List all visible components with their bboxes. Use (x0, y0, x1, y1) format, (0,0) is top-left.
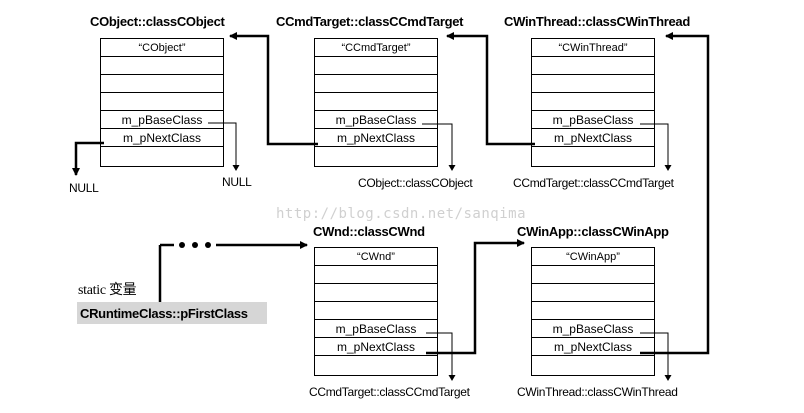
cwinthread-base-pointer (640, 123, 672, 171)
cwinapp-runtime-class-box: “CWinApp” m_pBaseClass m_pNextClass (531, 247, 655, 376)
class-name-field: “CObject” (101, 39, 223, 57)
cwinapp-base-pointer (640, 332, 672, 381)
class-name-field: “CWnd” (315, 248, 437, 266)
null-label-right: NULL (222, 175, 252, 189)
empty-field (101, 93, 223, 111)
cobject-runtime-class-box: “CObject” m_pBaseClass m_pNextClass (100, 38, 224, 167)
ccmdtarget-base-target-label: CObject::classCObject (358, 176, 473, 190)
cwinthread-next-pointer (446, 32, 535, 146)
cwinthread-base-target-label: CCmdTarget::classCCmdTarget (513, 176, 674, 190)
empty-field (532, 284, 654, 302)
empty-field (532, 93, 654, 111)
empty-field (315, 57, 437, 75)
base-class-field: m_pBaseClass (315, 111, 437, 129)
empty-field (532, 266, 654, 284)
cwnd-next-pointer (426, 239, 525, 355)
cwnd-base-pointer (426, 332, 456, 381)
ccmdtarget-next-pointer (229, 32, 318, 146)
first-class-highlight (77, 302, 267, 324)
base-class-field: m_pBaseClass (532, 111, 654, 129)
next-class-field: m_pNextClass (532, 338, 654, 356)
empty-field (315, 284, 437, 302)
ccmdtarget-runtime-class-box: “CCmdTarget” m_pBaseClass m_pNextClass (314, 38, 438, 167)
cwinapp-base-target-label: CWinThread::classCWinThread (517, 385, 678, 399)
next-class-field: m_pNextClass (101, 129, 223, 147)
empty-field (532, 75, 654, 93)
next-class-field: m_pNextClass (315, 129, 437, 147)
empty-field (315, 302, 437, 320)
ellipsis-dot (205, 242, 211, 248)
class-name-field: “CWinThread” (532, 39, 654, 57)
first-class-label: CRuntimeClass::pFirstClass (80, 306, 248, 321)
watermark: http://blog.csdn.net/sanqima (276, 206, 527, 222)
base-class-field: m_pBaseClass (315, 320, 437, 338)
cobject-title: CObject::classCObject (90, 14, 225, 29)
empty-field (532, 302, 654, 320)
null-label-left: NULL (69, 181, 99, 195)
class-name-field: “CCmdTarget” (315, 39, 437, 57)
ellipsis-dot (179, 242, 185, 248)
cwinthread-title: CWinThread::classCWinThread (504, 14, 690, 29)
base-class-field: m_pBaseClass (532, 320, 654, 338)
base-class-field: m_pBaseClass (101, 111, 223, 129)
cwinthread-runtime-class-box: “CWinThread” m_pBaseClass m_pNextClass (531, 38, 655, 167)
cobject-next-pointer (72, 141, 104, 176)
empty-field (101, 75, 223, 93)
cwnd-title: CWnd::classCWnd (313, 224, 425, 239)
ellipsis-dot (192, 242, 198, 248)
static-variable-label: static 变量 (78, 283, 137, 298)
ccmdtarget-base-pointer (422, 123, 456, 171)
empty-field (532, 57, 654, 75)
class-name-field: “CWinApp” (532, 248, 654, 266)
empty-field (101, 57, 223, 75)
cobject-base-pointer (208, 122, 240, 171)
empty-field (315, 93, 437, 111)
cwinapp-next-pointer (640, 32, 710, 355)
next-class-field: m_pNextClass (532, 129, 654, 147)
ccmdtarget-title: CCmdTarget::classCCmdTarget (276, 14, 464, 29)
empty-field (315, 75, 437, 93)
cwnd-base-target-label: CCmdTarget::classCCmdTarget (309, 385, 470, 399)
empty-field (315, 266, 437, 284)
cwinapp-title: CWinApp::classCWinApp (517, 224, 669, 239)
cwnd-runtime-class-box: “CWnd” m_pBaseClass m_pNextClass (314, 247, 438, 376)
next-class-field: m_pNextClass (315, 338, 437, 356)
